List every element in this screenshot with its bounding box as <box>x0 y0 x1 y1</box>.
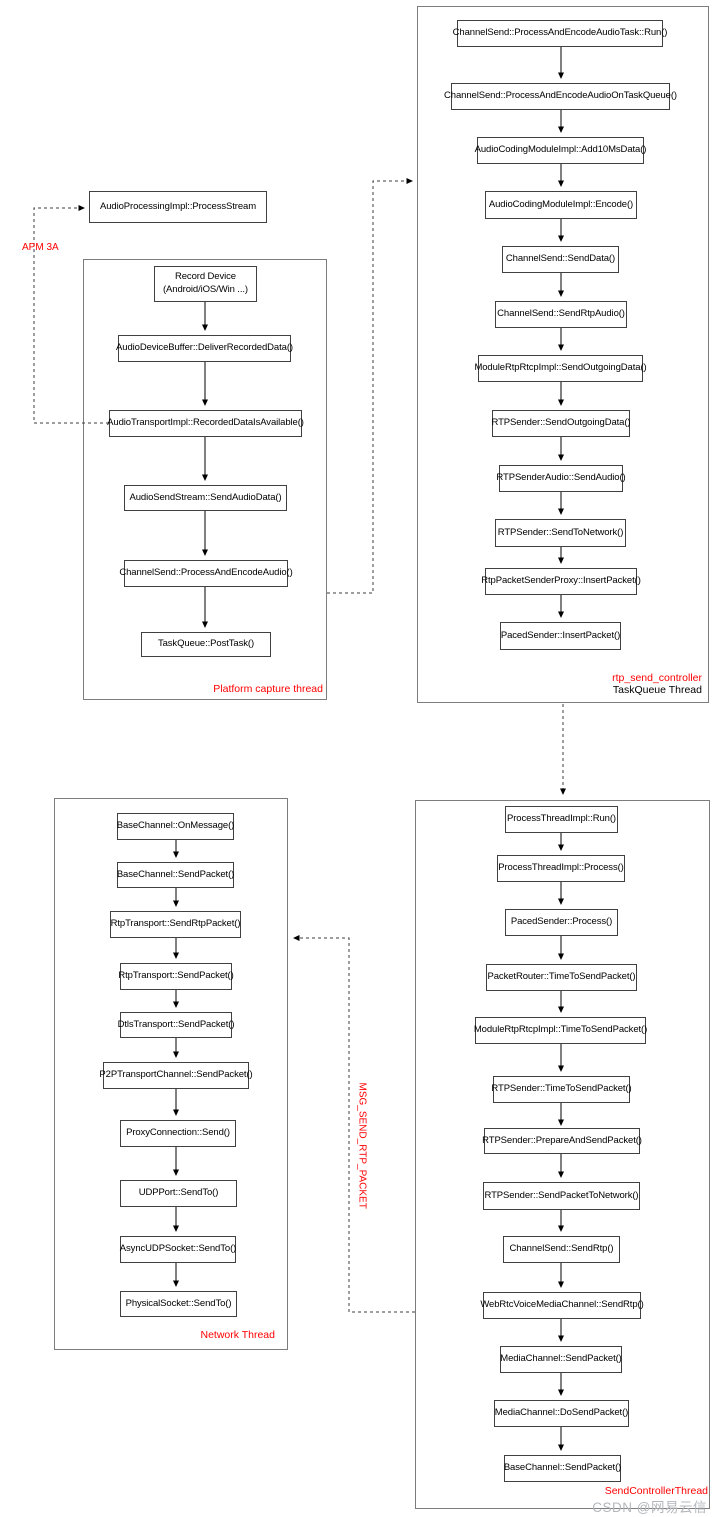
node-p2ptransportchannel-sendpacket: P2PTransportChannel::SendPacket() <box>99 1062 253 1089</box>
dashed-connectors <box>33 178 566 1313</box>
apm-3a-annotation: APM 3A <box>22 242 59 253</box>
connector-msg-send-rtp-packet <box>293 935 415 1313</box>
node-acm-encode: AudioCodingModuleImpl::Encode() <box>485 191 637 219</box>
msg-send-rtp-packet-annotation: MSG_SEND_RTP_PACKET <box>356 1082 368 1209</box>
node-rtptransport-sendpacket: RtpTransport::SendPacket() <box>118 963 234 990</box>
network-thread-label: Network Thread <box>200 1329 275 1341</box>
platform-capture-thread-label: Platform capture thread <box>213 683 323 695</box>
node-basechannel-sendpacket: BaseChannel::SendPacket() <box>117 862 234 888</box>
node-basechannel-onmessage: BaseChannel::OnMessage() <box>117 813 234 840</box>
node-rtppacketsenderproxy-insertpacket: RtpPacketSenderProxy::InsertPacket() <box>481 568 641 595</box>
node-recorded-data-is-available: AudioTransportImpl::RecordedDataIsAvaila… <box>107 410 304 437</box>
node-process-and-encode-audio-on-task-queue: ChannelSend::ProcessAndEncodeAudioOnTask… <box>444 83 677 110</box>
node-acm-add10msdata: AudioCodingModuleImpl::Add10MsData() <box>475 137 646 164</box>
container-network-thread: Network Thread <box>54 798 288 1350</box>
node-proxyconnection-send: ProxyConnection::Send() <box>120 1120 236 1147</box>
connector-capture-to-taskqueue <box>327 178 413 594</box>
rtp-send-controller-label: rtp_send_controller TaskQueue Thread <box>612 672 702 696</box>
node-process-and-encode-audio: ChannelSend::ProcessAndEncodeAudio() <box>119 560 293 587</box>
node-modulertprtcp-sendoutgoingdata: ModuleRtpRtcpImpl::SendOutgoingData() <box>474 355 647 382</box>
node-send-audio-data: AudioSendStream::SendAudioData() <box>124 485 287 511</box>
container-send-controller-thread: SendControllerThread <box>415 800 710 1509</box>
node-channelsend-sendrtp: ChannelSend::SendRtp() <box>503 1236 620 1263</box>
node-rtpsender-sendtonetwork: RTPSender::SendToNetwork() <box>495 519 626 547</box>
node-webrtcvoicemediachannel-sendrtp: WebRtcVoiceMediaChannel::SendRtp() <box>480 1292 644 1319</box>
node-rtpsenderaudio-sendaudio: RTPSenderAudio::SendAudio() <box>496 465 626 492</box>
node-mediachannel-dosendpacket: MediaChannel::DoSendPacket() <box>494 1400 629 1427</box>
node-mediachannel-sendpacket: MediaChannel::SendPacket() <box>500 1346 622 1373</box>
node-channelsend-sendrtpaudio: ChannelSend::SendRtpAudio() <box>495 301 627 328</box>
node-process-and-encode-audio-task-run: ChannelSend::ProcessAndEncodeAudioTask::… <box>453 20 667 47</box>
node-basechannel-sendpacket-2: BaseChannel::SendPacket() <box>504 1455 621 1482</box>
node-deliver-recorded-data: AudioDeviceBuffer::DeliverRecordedData() <box>116 335 293 362</box>
node-rtpsender-sendoutgoingdata: RTPSender::SendOutgoingData() <box>492 410 631 437</box>
container-rtp-send-controller-taskqueue-thread: rtp_send_controller TaskQueue Thread <box>417 6 709 703</box>
node-rtpsender-timetosendpacket: RTPSender::TimeToSendPacket() <box>491 1076 632 1103</box>
node-processthreadimpl-process: ProcessThreadImpl::Process() <box>497 855 625 882</box>
node-physicalsocket-sendto: PhysicalSocket::SendTo() <box>120 1291 237 1317</box>
send-controller-thread-label: SendControllerThread <box>604 1485 708 1497</box>
node-audioprocessingimpl-processstream: AudioProcessingImpl::ProcessStream <box>89 191 267 223</box>
node-channelsend-senddata: ChannelSend::SendData() <box>502 246 619 273</box>
csdn-watermark: CSDN @网易云信 <box>592 1500 707 1515</box>
node-pacedsender-process: PacedSender::Process() <box>505 909 618 936</box>
connector-apm-processstream <box>33 205 109 424</box>
node-modulertprtcp-timetosendpacket: ModuleRtpRtcpImpl::TimeToSendPacket() <box>474 1017 647 1044</box>
node-taskqueue-posttask: TaskQueue::PostTask() <box>141 632 271 657</box>
node-rtpsender-prepareandsendpacket: RTPSender::PrepareAndSendPacket() <box>482 1128 642 1154</box>
node-udpport-sendto: UDPPort::SendTo() <box>120 1180 237 1207</box>
node-processthreadimpl-run: ProcessThreadImpl::Run() <box>505 806 618 833</box>
container-platform-capture-thread: Platform capture thread <box>83 259 327 700</box>
taskqueue-thread-label: TaskQueue Thread <box>612 684 702 696</box>
node-rtptransport-sendrtppacket: RtpTransport::SendRtpPacket() <box>110 911 241 938</box>
node-packetrouter-timetosendpacket: PacketRouter::TimeToSendPacket() <box>486 964 637 991</box>
node-record-device: Record Device (Android/iOS/Win ...) <box>154 266 257 302</box>
node-asyncudpsocket-sendto: AsyncUDPSocket::SendTo() <box>120 1236 236 1263</box>
node-rtpsender-sendpackettonetwork: RTPSender::SendPacketToNetwork() <box>483 1182 640 1210</box>
rtp-send-controller-label-red: rtp_send_controller <box>612 672 702 684</box>
node-dtlstransport-sendpacket: DtlsTransport::SendPacket() <box>118 1012 235 1038</box>
node-pacedsender-insertpacket: PacedSender::InsertPacket() <box>500 622 621 650</box>
